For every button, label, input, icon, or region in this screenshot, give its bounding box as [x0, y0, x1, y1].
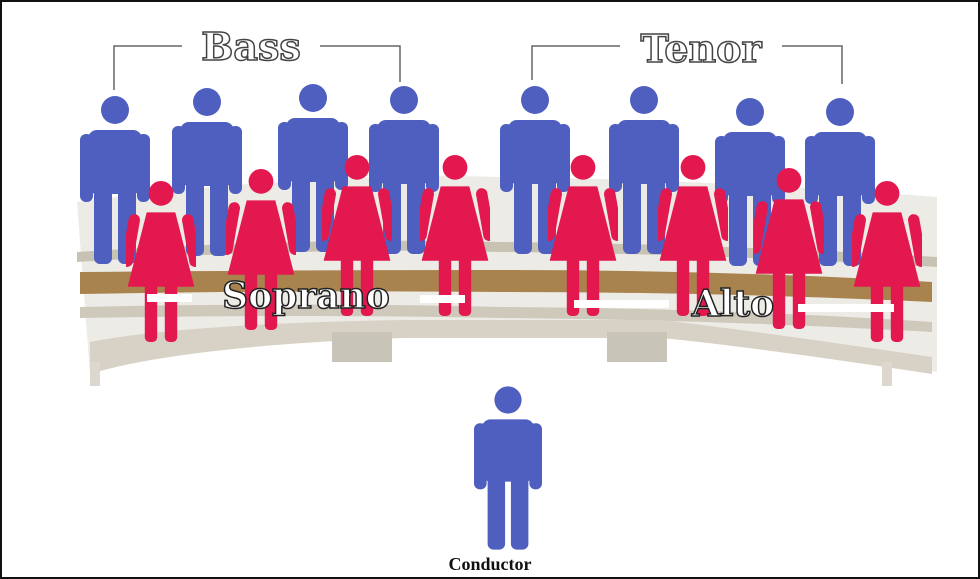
tenor-label: Tenor: [640, 26, 762, 71]
section-bars: [147, 294, 894, 312]
conductor-icon: [474, 386, 542, 550]
riser-platform: [77, 176, 937, 386]
section-brackets: [113, 45, 843, 90]
conductor-label: Conductor: [448, 554, 532, 574]
alto-label: Alto: [691, 283, 774, 325]
bass-label: Bass: [201, 24, 301, 69]
soprano-label: Soprano: [222, 275, 390, 317]
